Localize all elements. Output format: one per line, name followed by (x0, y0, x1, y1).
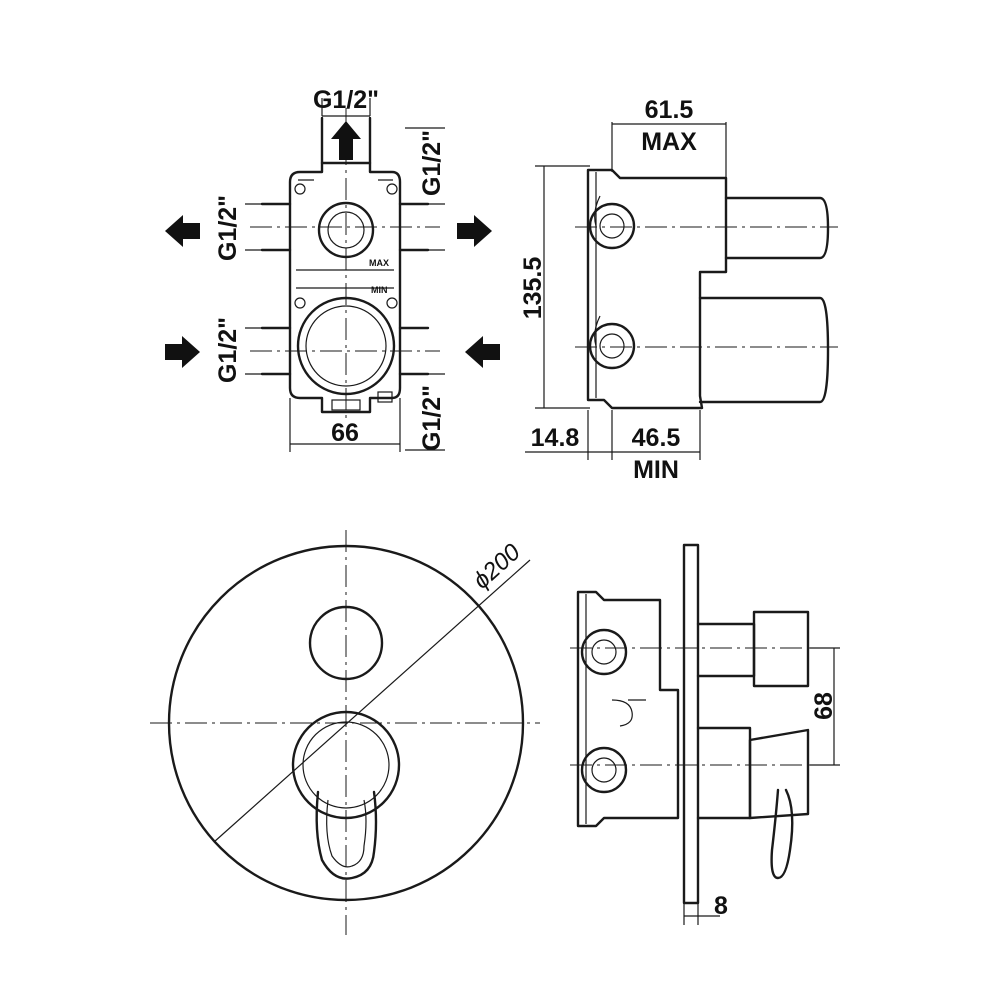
arrow-left-icon (165, 215, 200, 247)
thread-label-top: G1/2" (313, 86, 379, 114)
scale-min-label: MIN (371, 285, 388, 295)
thread-label-left-lower: G1/2" (214, 317, 242, 383)
dimension-offset-14-8: 14.8 (531, 424, 580, 452)
dimension-height-135-5: 135.5 (519, 257, 547, 320)
dimension-width-66: 66 (331, 419, 359, 447)
thread-label-right-lower: G1/2" (418, 385, 446, 451)
thread-label-left-upper: G1/2" (214, 195, 242, 261)
plate-front-view: ϕ200 (150, 530, 540, 935)
assembly-side-view: 68 8 (570, 543, 840, 925)
dimension-depth-61-5: 61.5 (645, 96, 694, 124)
label-max: MAX (641, 128, 697, 156)
arrow-up-icon (331, 121, 361, 160)
arrow-right-icon (457, 215, 492, 247)
dimension-depth-46-5: 46.5 (632, 424, 681, 452)
thread-label-right-upper: G1/2" (418, 130, 446, 196)
arrow-right-icon (165, 336, 200, 368)
scale-max-label: MAX (369, 258, 389, 268)
body-front-view: MAX MIN G1/2" G1/2" G1/2" G1/2" G1/2" 66 (165, 86, 500, 452)
body-side-view: 135.5 61.5 MAX 14.8 46.5 MIN (519, 96, 838, 484)
label-min: MIN (633, 456, 679, 484)
dimension-plate-thickness-8: 8 (714, 892, 728, 920)
dimension-plate-diameter: ϕ200 (468, 538, 526, 594)
arrow-left-icon (465, 336, 500, 368)
dimension-spacing-68: 68 (810, 692, 838, 720)
